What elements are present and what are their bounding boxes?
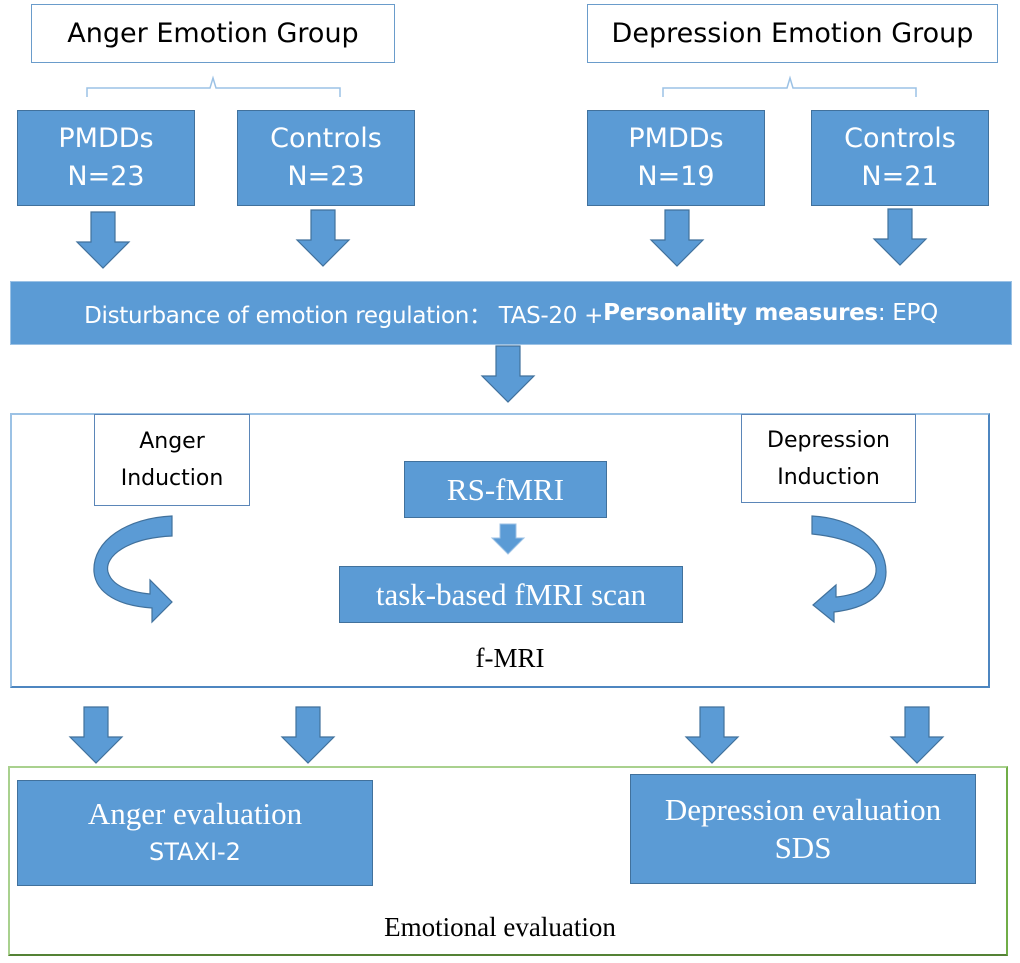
- task-fmri-box: task-based fMRI scan: [339, 566, 683, 623]
- depression-controls-box: Controls N=21: [811, 110, 989, 206]
- down-arrow-icon: [873, 208, 927, 266]
- rs-fmri-text: RS-fMRI: [446, 471, 565, 507]
- cohort-n: N=21: [861, 161, 939, 192]
- induction-line1: Anger: [139, 429, 205, 454]
- depression-group-title: Depression Emotion Group: [587, 4, 998, 63]
- down-arrow-icon: [685, 706, 739, 764]
- anger-controls-box: Controls N=23: [237, 110, 415, 206]
- depression-evaluation-box: Depression evaluation SDS: [630, 774, 976, 884]
- anger-pmdd-box: PMDDs N=23: [17, 110, 195, 206]
- eval-line1: Anger evaluation: [87, 796, 303, 831]
- down-arrow-icon: [281, 706, 335, 764]
- cohort-label: Controls: [270, 123, 382, 154]
- depression-group-title-text: Depression Emotion Group: [611, 18, 974, 49]
- measures-epq-text: : EPQ: [877, 300, 938, 326]
- eval-line2: SDS: [774, 830, 832, 865]
- cohort-n: N=19: [637, 161, 715, 192]
- induction-line1: Depression: [767, 427, 890, 453]
- anger-group-title: Anger Emotion Group: [31, 4, 395, 63]
- cohort-label: PMDDs: [628, 123, 724, 154]
- measures-text: Disturbance of emotion regulation： TAS-2…: [84, 303, 604, 329]
- task-fmri-text: task-based fMRI scan: [375, 576, 647, 612]
- emotional-evaluation-caption: Emotional evaluation: [384, 912, 616, 942]
- anger-group-title-text: Anger Emotion Group: [67, 18, 359, 49]
- depression-pmdd-box: PMDDs N=19: [587, 110, 765, 206]
- anger-brace: [86, 75, 341, 97]
- eval-line2: STAXI-2: [149, 838, 241, 866]
- down-arrow-icon: [650, 209, 704, 267]
- fmri-caption: f-MRI: [475, 643, 545, 673]
- anger-evaluation-box: Anger evaluation STAXI-2: [17, 780, 373, 886]
- depression-induction-box: Depression Induction: [741, 414, 916, 503]
- anger-induction-box: Anger Induction: [94, 414, 250, 506]
- down-arrow-icon: [69, 706, 123, 764]
- induction-line2: Induction: [120, 466, 224, 491]
- down-arrow-icon: [296, 209, 350, 267]
- down-arrow-icon: [76, 211, 130, 269]
- measures-bold-text: Personality measures: [603, 300, 878, 326]
- down-arrow-icon: [890, 706, 944, 764]
- measures-bar: Disturbance of emotion regulation： TAS-2…: [10, 281, 1012, 345]
- eval-line1: Depression evaluation: [664, 792, 942, 827]
- down-arrow-icon: [481, 345, 535, 403]
- cohort-label: Controls: [844, 123, 956, 154]
- rs-fmri-box: RS-fMRI: [404, 461, 607, 518]
- group-braces: [86, 75, 917, 97]
- cohort-label: PMDDs: [58, 123, 154, 154]
- depression-brace: [662, 75, 917, 97]
- cohort-n: N=23: [67, 161, 145, 192]
- induction-line2: Induction: [777, 464, 880, 490]
- cohort-n: N=23: [287, 161, 365, 192]
